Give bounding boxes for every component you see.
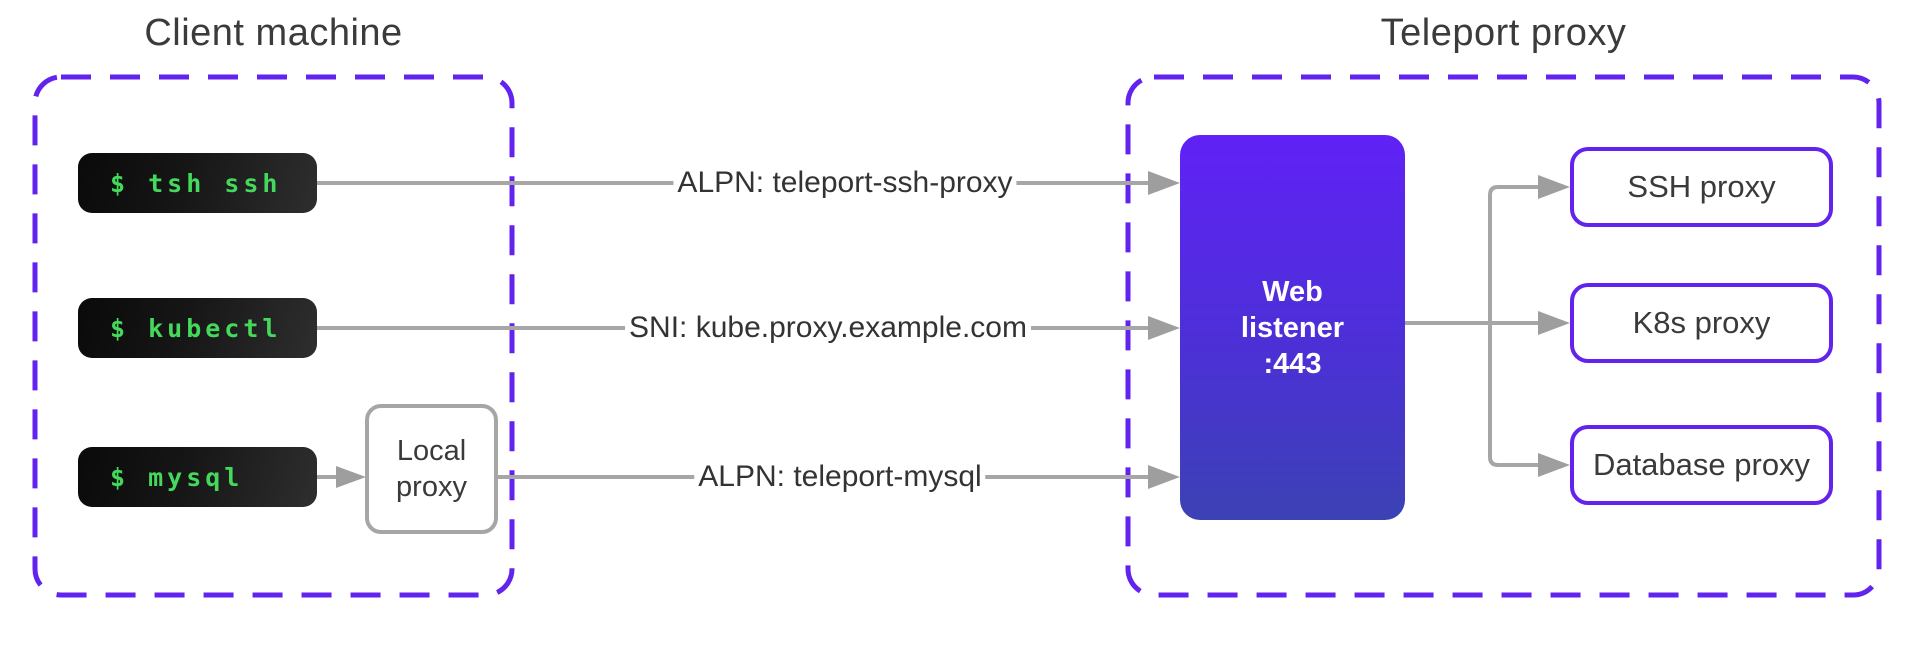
teleport-proxy-dashed-border [1125, 74, 1882, 598]
connection-label-alpn-mysql: ALPN: teleport-mysql [694, 458, 986, 496]
terminal-mysql: $ mysql [78, 447, 317, 507]
connection-label-sni-kube: SNI: kube.proxy.example.com [625, 309, 1031, 347]
web-listener-box: Web listener :443 [1180, 135, 1405, 520]
arrowhead-into-listener-ssh [1148, 171, 1180, 195]
terminal-mysql-command: $ mysql [110, 462, 244, 492]
client-machine-box [32, 74, 515, 598]
database-proxy-label: Database proxy [1592, 447, 1811, 482]
ssh-proxy-label: SSH proxy [1627, 169, 1776, 204]
teleport-proxy-title: Teleport proxy [1380, 12, 1627, 54]
arrowhead-into-database-proxy [1538, 453, 1570, 477]
client-machine-title: Client machine [144, 12, 403, 54]
terminal-kubectl: $ kubectl [78, 298, 317, 358]
client-machine-dashed-border [32, 74, 515, 598]
arrowhead-into-k8s-proxy [1538, 311, 1570, 335]
local-proxy-box: Local proxy [365, 404, 498, 534]
web-listener-line-1: Web [1262, 275, 1323, 308]
terminal-tsh-ssh-command: $ tsh ssh [110, 168, 282, 198]
teleport-proxy-box [1125, 74, 1882, 598]
terminal-kubectl-command: $ kubectl [110, 313, 282, 343]
web-listener-line-3: :443 [1263, 347, 1322, 380]
terminal-tsh-ssh: $ tsh ssh [78, 153, 317, 213]
database-proxy-box: Database proxy [1570, 425, 1833, 505]
connection-label-alpn-ssh: ALPN: teleport-ssh-proxy [673, 164, 1017, 202]
web-listener-line-2: listener [1240, 311, 1345, 344]
arrowhead-into-local-proxy [336, 466, 366, 488]
web-listener-label: Web listener :443 [1241, 274, 1344, 382]
local-proxy-label: Local proxy [396, 435, 467, 503]
ssh-proxy-box: SSH proxy [1570, 147, 1833, 227]
arrowhead-into-listener-mysql [1148, 465, 1180, 489]
arrowhead-into-listener-kube [1148, 316, 1180, 340]
k8s-proxy-box: K8s proxy [1570, 283, 1833, 363]
connector-fanout-branch-line [1488, 185, 1540, 467]
k8s-proxy-label: K8s proxy [1632, 305, 1771, 340]
arrowhead-into-ssh-proxy [1538, 175, 1570, 199]
